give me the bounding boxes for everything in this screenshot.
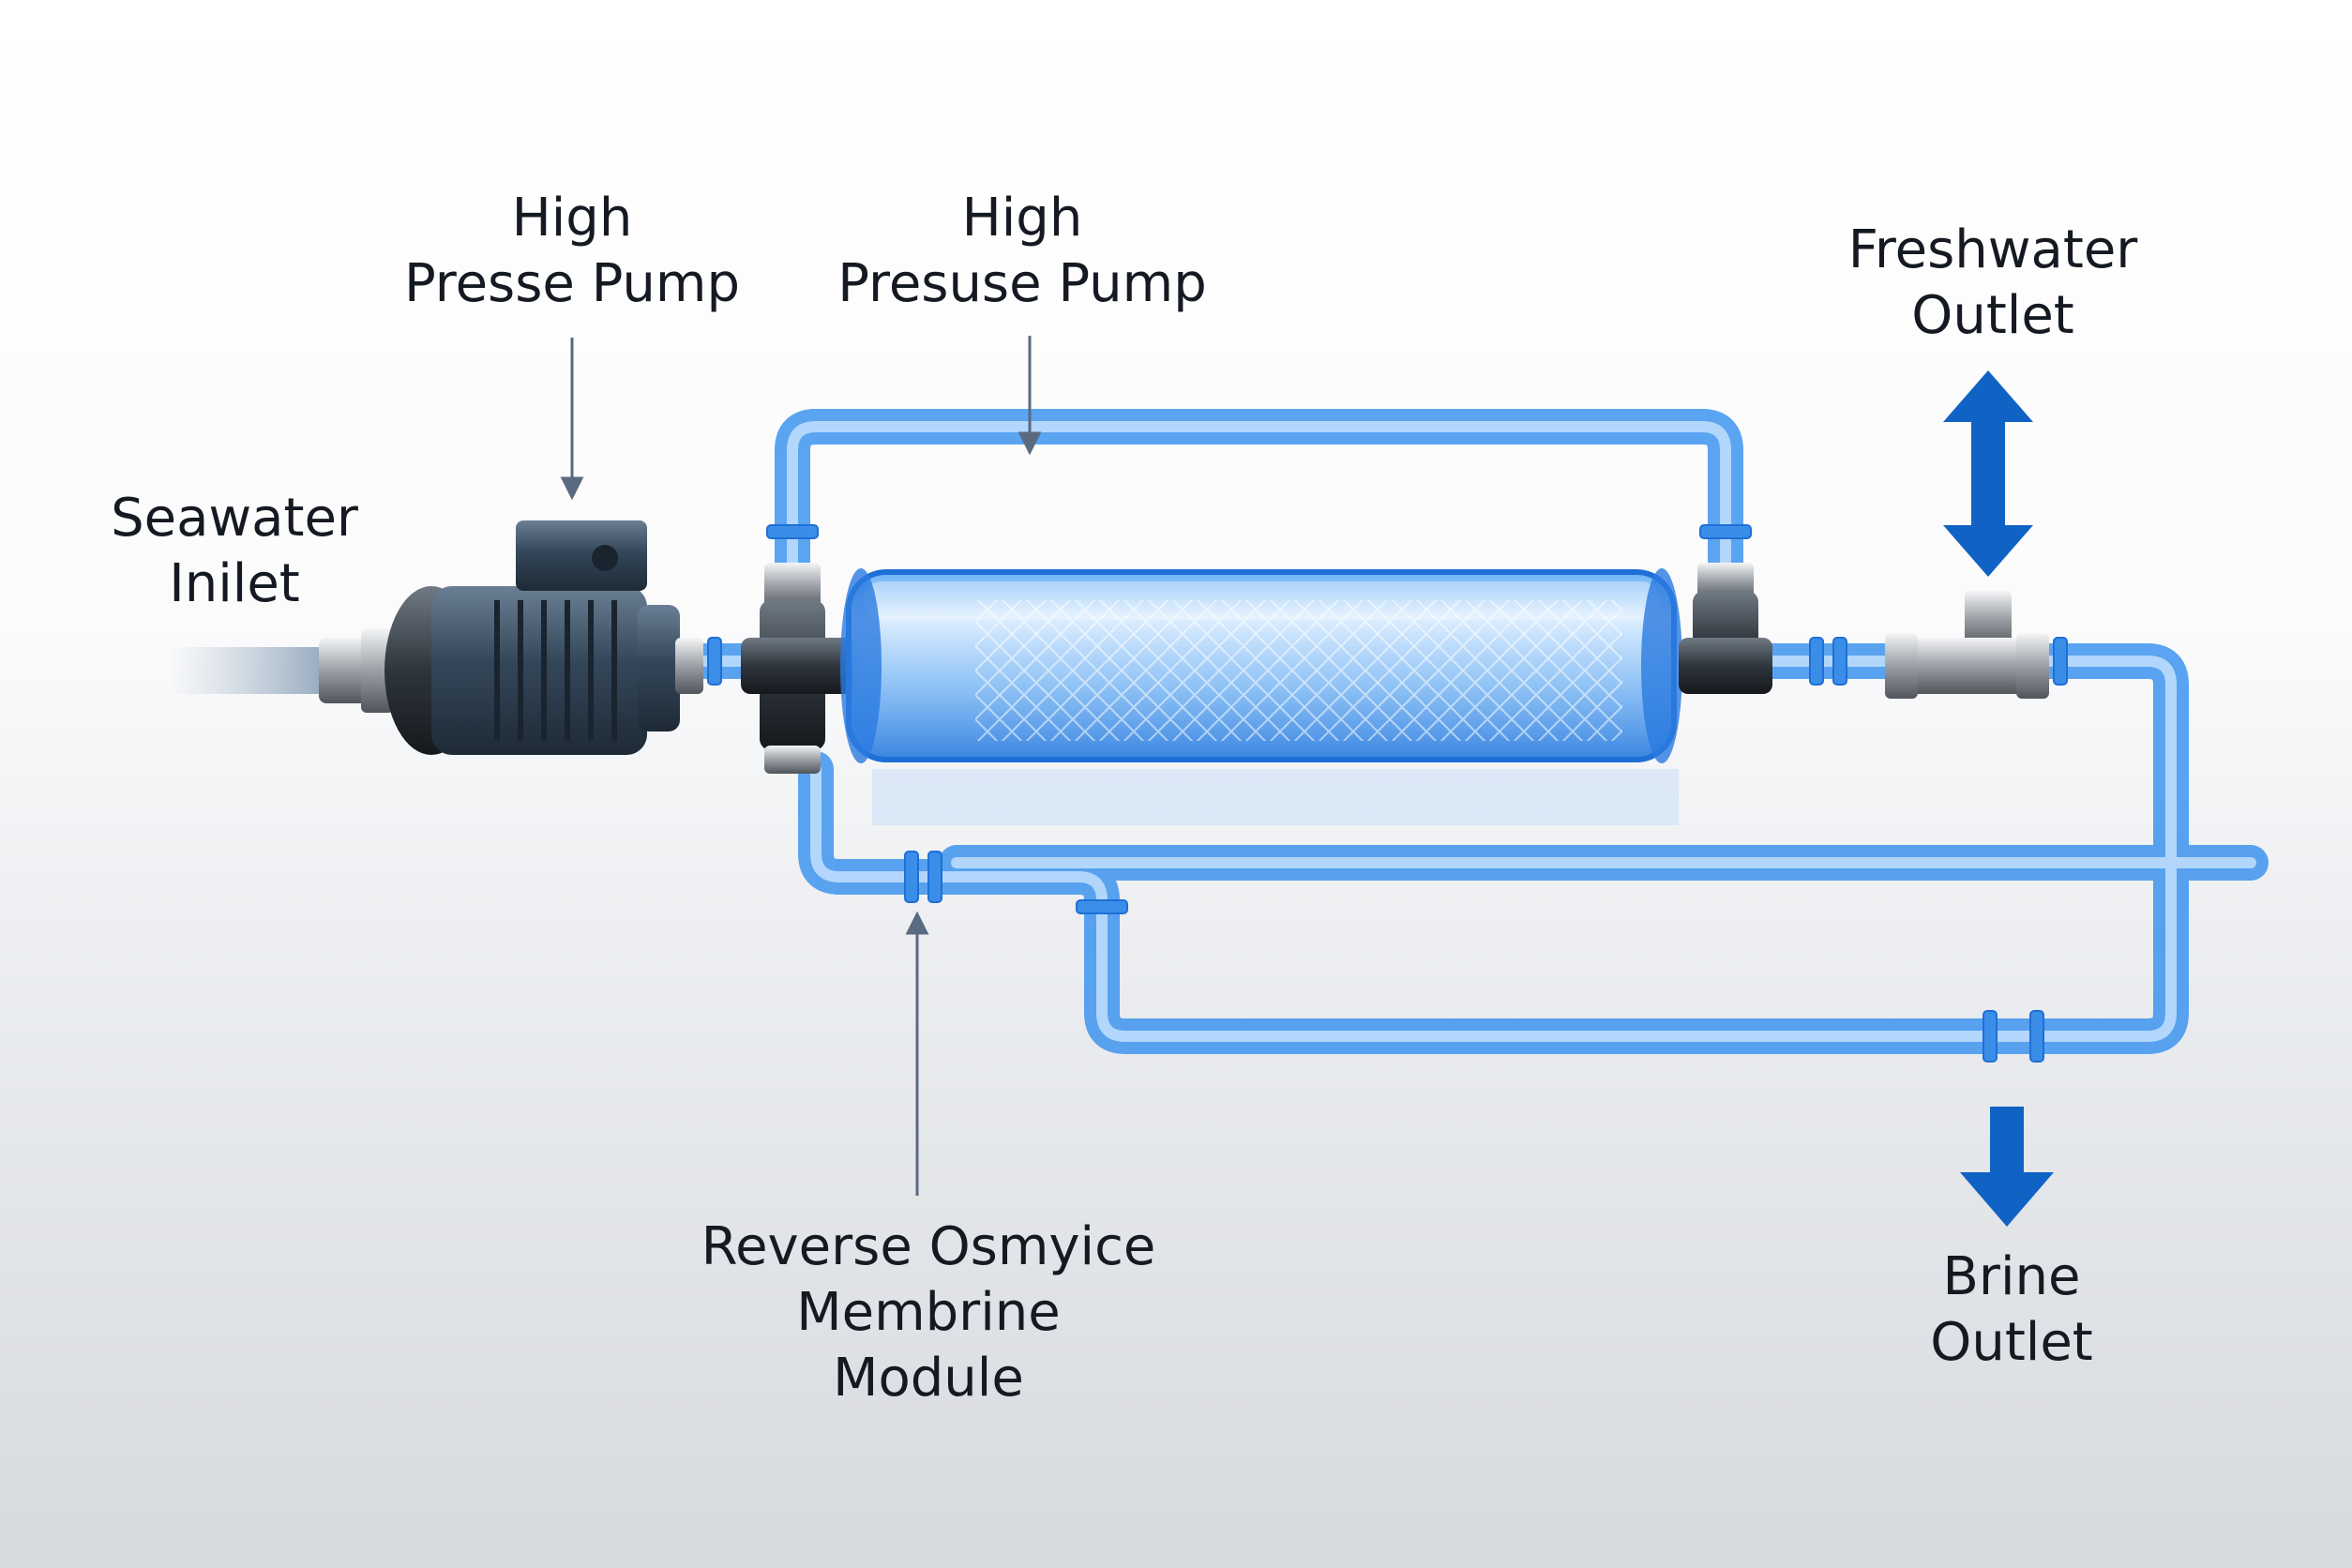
pump-label-2: High Presuse Pump bbox=[816, 186, 1229, 317]
freshwater-outlet-label: Freshwater Outlet bbox=[1819, 218, 2166, 349]
freshwater-tee-fitting-icon bbox=[1885, 591, 2049, 699]
leader-lines bbox=[560, 336, 1042, 1196]
arrow-down-icon bbox=[1960, 1107, 2054, 1227]
membrane-module-line-1: Reverse Osmyice bbox=[701, 1216, 1156, 1277]
membrane-module-line-3: Module bbox=[833, 1348, 1024, 1409]
pump-label-1: High Presse Pump bbox=[375, 186, 769, 317]
membrane-cylinder-icon bbox=[840, 568, 1682, 825]
membrane-module-label: Reverse Osmyice Membrine Module bbox=[675, 1214, 1182, 1411]
inlet-tee-fitting-icon bbox=[741, 563, 853, 774]
outlet-tee-fitting-icon bbox=[1679, 563, 1772, 694]
pump-icon bbox=[319, 520, 703, 755]
pump-label-1-line-2: Presse Pump bbox=[403, 253, 740, 314]
brine-outlet-line-2: Outlet bbox=[1930, 1312, 2093, 1373]
brine-outlet-line-1: Brine bbox=[1942, 1246, 2081, 1307]
seawater-stream bbox=[169, 647, 328, 694]
freshwater-outlet-line-2: Outlet bbox=[1911, 285, 2074, 346]
pump-label-2-line-2: Presuse Pump bbox=[837, 253, 1207, 314]
brine-outlet-label: Brine Outlet bbox=[1894, 1244, 2129, 1376]
double-arrow-vertical-icon bbox=[1943, 370, 2033, 577]
pump-label-1-line-1: High bbox=[511, 188, 633, 249]
seawater-inlet-line-2: Inilet bbox=[169, 553, 300, 614]
membrane-module-line-2: Membrine bbox=[796, 1282, 1061, 1343]
seawater-inlet-label: Seawater Inilet bbox=[89, 486, 380, 617]
seawater-inlet-line-1: Seawater bbox=[111, 488, 358, 549]
freshwater-outlet-line-1: Freshwater bbox=[1847, 219, 2138, 280]
pump-label-2-line-1: High bbox=[961, 188, 1083, 249]
pipe-collars bbox=[707, 524, 2068, 1063]
